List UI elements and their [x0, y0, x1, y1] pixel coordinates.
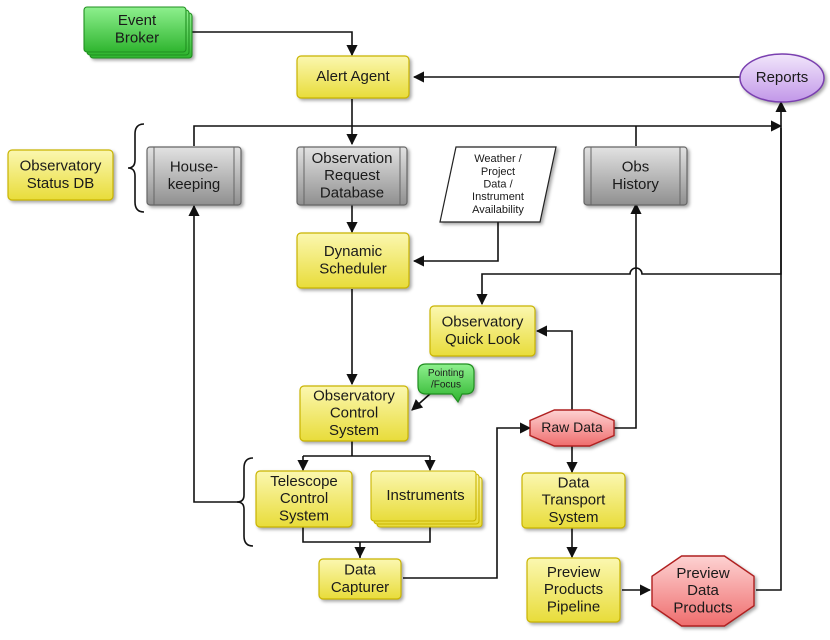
octagon-shape: [651, 555, 755, 627]
node-label-line: Products: [673, 599, 732, 616]
node-label-line: Dynamic: [324, 243, 383, 260]
node-label-line: Quick Look: [445, 331, 521, 348]
node-label-line: Pointing: [428, 368, 464, 379]
octagon-shape: [529, 409, 615, 447]
edge-status-bus: [193, 125, 775, 146]
node-label-line: System: [279, 507, 329, 524]
node-label-line: Observation: [312, 150, 393, 167]
node-label-line: Control: [330, 405, 378, 422]
node-label-line: Status DB: [27, 175, 95, 192]
parallelogram-shape: [439, 146, 557, 223]
edge-control-split: [303, 440, 430, 457]
box-shape: [7, 149, 114, 201]
node-reports: Reports: [739, 53, 825, 103]
node-label-line: Broker: [115, 29, 159, 46]
box-shape: [521, 472, 626, 529]
box-shape: [299, 385, 409, 442]
node-label-line: Observatory: [313, 387, 395, 404]
node-alert-agent: Alert Agent: [296, 55, 410, 99]
node-label-line: /Focus: [431, 380, 461, 391]
box-shape: [583, 146, 688, 206]
node-label-line: Scheduler: [319, 260, 387, 277]
node-label-line: Project: [481, 166, 515, 178]
node-raw-data: Raw Data: [529, 409, 615, 447]
edge-broker-alert: [190, 31, 358, 57]
node-label-line: Pipeline: [547, 598, 600, 615]
node-housekeeping: House-keeping: [146, 146, 242, 206]
edge-raw-quicklook: [535, 325, 573, 412]
node-label-line: Data: [558, 474, 590, 491]
edge-raw-history: [613, 202, 642, 429]
node-label-line: Weather /: [474, 153, 522, 165]
node-label-line: Database: [320, 184, 384, 201]
bubble-shape: [417, 363, 475, 404]
node-label-line: Event: [118, 12, 157, 29]
node-label-line: Products: [544, 581, 603, 598]
box-shape: [526, 557, 621, 623]
node-label-line: System: [329, 422, 379, 439]
stack-layer: [83, 6, 187, 53]
node-label-line: Capturer: [331, 579, 389, 596]
node-label-line: Raw Data: [541, 419, 603, 435]
node-label-line: Preview: [547, 564, 601, 581]
node-label-line: Observatory: [20, 158, 102, 175]
ellipse-shape: [739, 53, 825, 103]
stack-layer: [370, 470, 477, 522]
node-label-line: Availability: [472, 204, 524, 216]
node-label-line: Transport: [542, 492, 606, 509]
box-shape: [296, 146, 408, 206]
edge-merge-capturer: [302, 524, 431, 558]
box-shape: [296, 55, 410, 99]
node-label-line: Data: [687, 582, 719, 599]
node-label-line: Request: [324, 167, 381, 184]
node-label-line: Preview: [676, 565, 730, 582]
box-shape: [429, 305, 536, 357]
node-pointing-focus: Pointing/Focus: [417, 363, 475, 404]
node-label-line: Control: [280, 490, 328, 507]
brace-status: [127, 123, 145, 213]
node-label-line: System: [548, 509, 598, 526]
node-label-line: Observatory: [442, 314, 524, 331]
node-label-line: Reports: [756, 69, 809, 86]
node-label-line: History: [612, 176, 659, 193]
box-shape: [146, 146, 242, 206]
node-label-line: Data: [344, 562, 376, 579]
node-label-line: Obs: [622, 159, 650, 176]
node-instruments: Instruments: [370, 470, 483, 528]
node-label-line: keeping: [168, 176, 221, 193]
box-shape: [255, 470, 353, 528]
node-label-line: Alert Agent: [316, 68, 390, 85]
box-shape: [318, 558, 402, 600]
box-shape: [296, 232, 410, 289]
edge-bracket-housekeeping: [188, 204, 240, 503]
edge-capturer-raw: [403, 422, 532, 579]
edge-preview-reports: [756, 100, 787, 591]
node-label-line: House-: [170, 159, 218, 176]
edge-weather-scheduler: [412, 222, 499, 267]
brace-hardware: [236, 457, 254, 547]
node-label-line: Data /: [483, 179, 513, 191]
node-label-line: Telescope: [270, 473, 338, 490]
node-label-line: Instruments: [386, 487, 464, 504]
node-label-line: Instrument: [472, 191, 524, 203]
